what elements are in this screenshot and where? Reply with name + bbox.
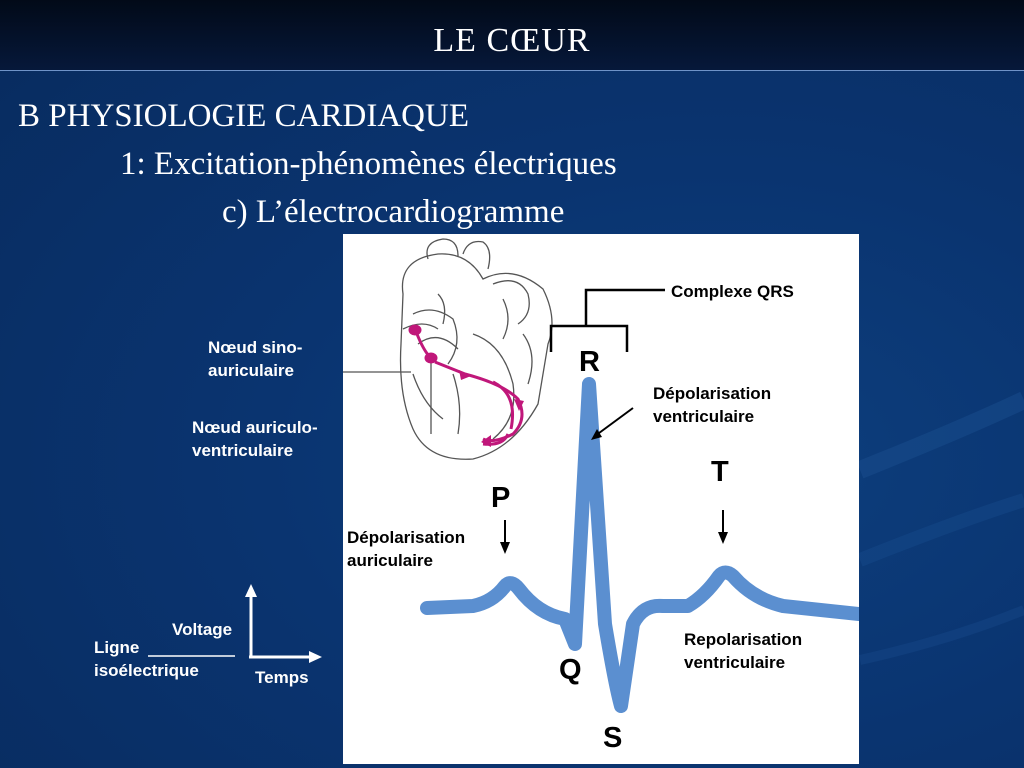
av-node-label-line2: ventriculaire: [192, 441, 294, 460]
isoelectric-label-line2: isoélectrique: [94, 661, 199, 680]
qrs-bracket: [549, 288, 665, 352]
sa-node-label-line2: auriculaire: [208, 361, 294, 380]
p-wave-label: P: [491, 482, 511, 514]
topic-heading: c) L’électrocardiogramme: [222, 194, 565, 230]
atrial-depolarization-line2: auriculaire: [347, 551, 433, 570]
arrow-icon: [591, 429, 602, 440]
s-wave-label: S: [603, 722, 623, 754]
isoelectric-label: Ligne isoélectrique: [94, 636, 199, 682]
ventricular-repolarization-label: Repolarisation ventriculaire: [684, 628, 802, 674]
isoelectric-label-line1: Ligne: [94, 638, 140, 657]
subsection-heading: 1: Excitation-phénomènes électriques: [120, 146, 617, 182]
ventricular-repolarization-line1: Repolarisation: [684, 630, 803, 649]
voltage-arrow-icon: [245, 584, 257, 597]
arrow-icon: [718, 532, 728, 544]
annotation-arrows: [504, 407, 724, 546]
pathway-arrow-icon: [459, 370, 471, 380]
voltage-label: Voltage: [172, 620, 233, 639]
section-heading: B PHYSIOLOGIE CARDIAQUE: [18, 98, 469, 134]
slide-title: LE CŒUR: [433, 22, 591, 59]
t-wave-label: T: [711, 456, 729, 488]
time-arrow-icon: [309, 651, 322, 663]
sa-node-label-line1: Nœud sino-: [208, 338, 303, 357]
sa-node-label: Nœud sino- auriculaire: [208, 336, 302, 382]
title-bar: LE CŒUR: [0, 0, 1024, 71]
qrs-complex-label: Complexe QRS: [671, 282, 794, 301]
q-wave-label: Q: [559, 654, 582, 686]
arrow-icon: [500, 542, 510, 554]
atrial-depolarization-label: Dépolarisation auriculaire: [347, 526, 465, 572]
av-node-label-line1: Nœud auriculo-: [192, 418, 318, 437]
ecg-panel: Complexe QRS R Dépolarisation ventricula…: [343, 234, 859, 764]
ventricular-depolarization-line1: Dépolarisation: [653, 384, 772, 403]
av-node-label: Nœud auriculo- ventriculaire: [192, 416, 318, 462]
r-wave-label: R: [579, 346, 600, 378]
time-label: Temps: [255, 668, 309, 687]
ventricular-depolarization-label: Dépolarisation ventriculaire: [653, 382, 771, 428]
ventricular-repolarization-line2: ventriculaire: [684, 653, 786, 672]
ecg-diagram: [343, 238, 859, 713]
ventricular-depolarization-line2: ventriculaire: [653, 407, 755, 426]
pathway-arrow-icon: [481, 435, 491, 447]
atrial-depolarization-line1: Dépolarisation: [347, 528, 466, 547]
pathway-arrow-icon: [514, 399, 524, 411]
ecg-trace: [420, 377, 859, 713]
